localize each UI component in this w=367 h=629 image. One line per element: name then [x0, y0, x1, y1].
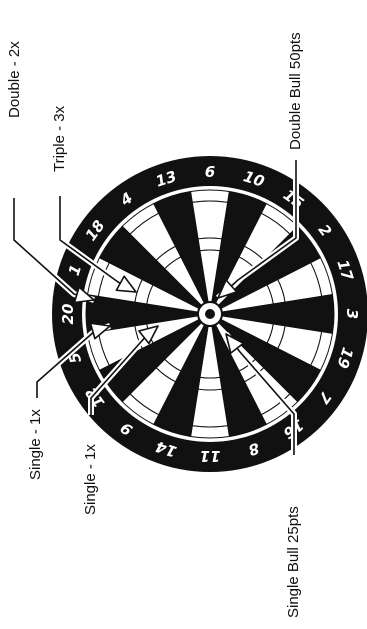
label-single-inner: Single - 1x [82, 444, 99, 515]
label-single-bull: Single Bull 25pts [285, 506, 302, 618]
triple-ring-segment [198, 377, 222, 390]
board-number: 11 [200, 447, 221, 465]
board-number: 3 [343, 309, 361, 319]
label-double-bull: Double Bull 50pts [287, 32, 304, 150]
triple-ring-segment [273, 302, 286, 326]
label-double: Double - 2x [6, 41, 23, 118]
double-bull [205, 309, 215, 319]
board-number: 6 [205, 163, 215, 181]
triple-ring-segment [134, 302, 147, 326]
label-single-outer: Single - 1x [27, 409, 44, 480]
label-triple: Triple - 3x [51, 105, 68, 172]
board-number: 20 [59, 304, 77, 325]
triple-ring-segment [198, 238, 222, 251]
